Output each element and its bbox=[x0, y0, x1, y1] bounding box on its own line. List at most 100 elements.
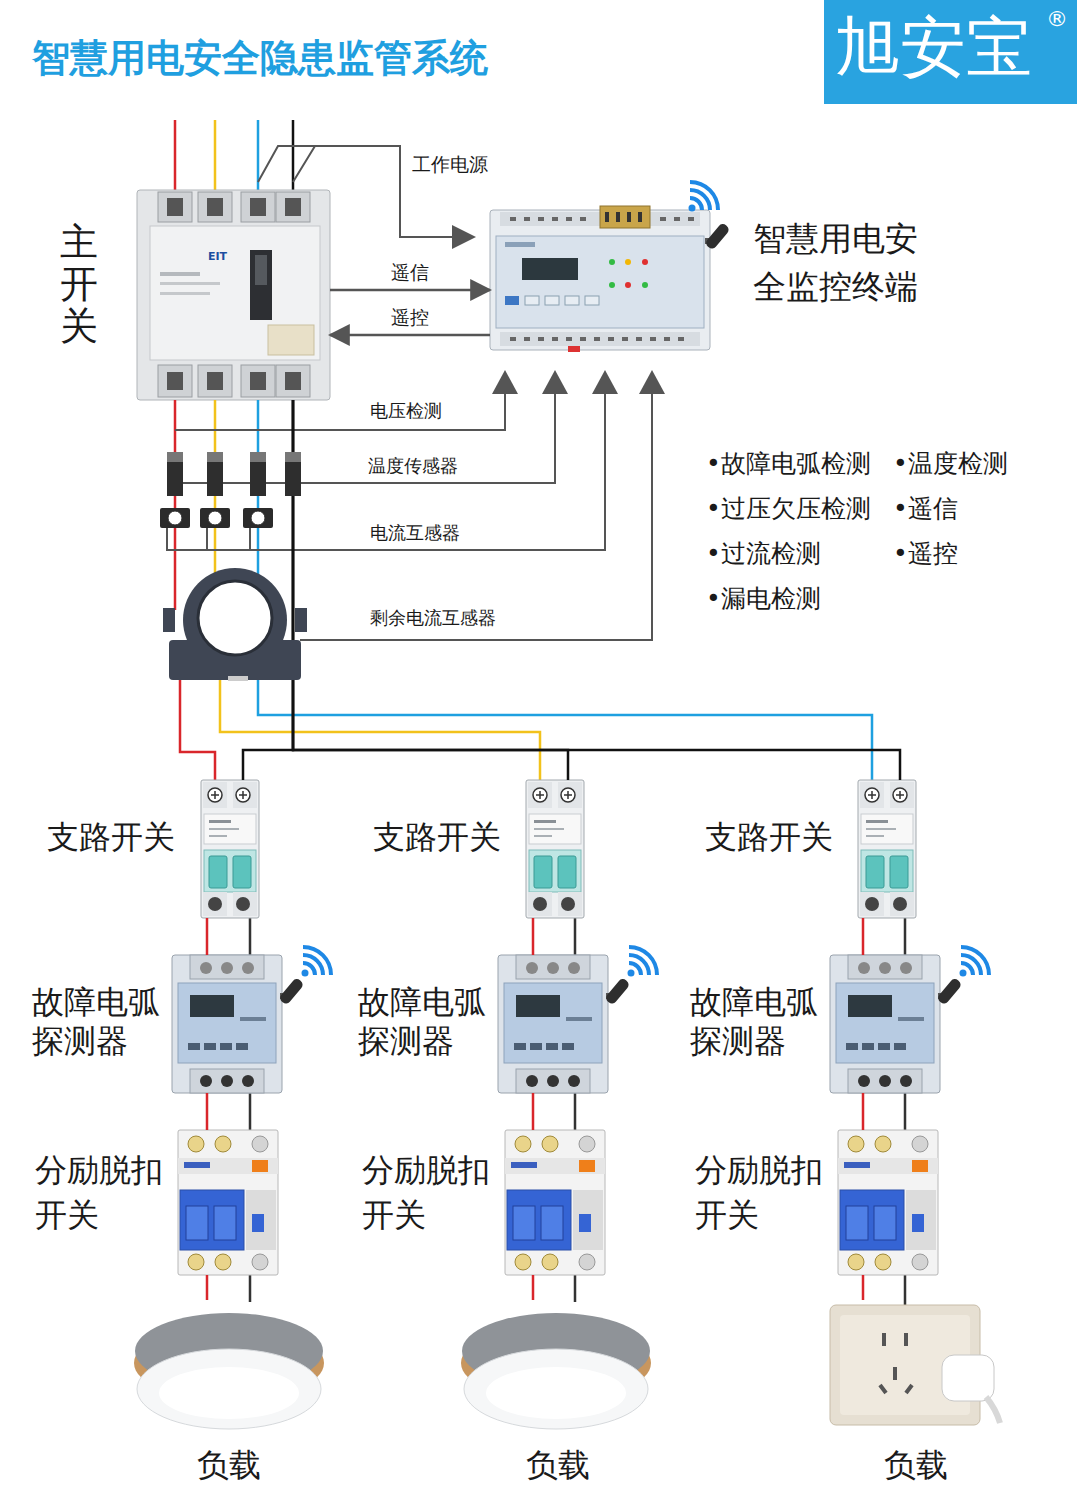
device-label: 主开关 bbox=[60, 222, 98, 347]
panel-button bbox=[525, 296, 539, 305]
lcd-screen bbox=[522, 258, 578, 280]
phase-wire bbox=[862, 1093, 865, 1130]
din-clip bbox=[568, 346, 580, 352]
ceiling-lamp-picture bbox=[461, 1313, 651, 1429]
terminal-slot bbox=[207, 198, 223, 216]
main-switch: 主开关 bbox=[58, 190, 330, 400]
switch-handle bbox=[255, 255, 267, 285]
feature-item: •过压欠压检测 bbox=[706, 494, 871, 524]
signal-line bbox=[175, 392, 555, 483]
brand-mark: EIT bbox=[208, 250, 227, 263]
terminal-strip bbox=[500, 332, 700, 346]
terminal-slot bbox=[285, 198, 301, 216]
remote-control-arrow bbox=[330, 334, 490, 337]
device-label: 支路开关 bbox=[705, 818, 833, 856]
title-text: 智慧用电安全隐患监管系统 bbox=[32, 36, 488, 82]
panel-button bbox=[545, 296, 559, 305]
neutral-wire bbox=[293, 400, 900, 780]
signal-label: 温度传感器 bbox=[368, 455, 458, 477]
switch-handle bbox=[250, 250, 272, 320]
branch-switch: 支路开关 bbox=[703, 780, 918, 918]
signal-line bbox=[300, 392, 652, 640]
arc-detector-picture bbox=[172, 955, 305, 1093]
panel-button bbox=[565, 296, 579, 305]
temperature-sensor bbox=[250, 452, 266, 496]
terminal-slot bbox=[285, 372, 301, 390]
arc-detector-picture bbox=[498, 955, 631, 1093]
feature-item: •温度检测 bbox=[893, 449, 1008, 479]
phase-wire bbox=[258, 650, 872, 782]
terminal-housing bbox=[158, 192, 192, 222]
signal-line bbox=[167, 392, 605, 550]
phase-wire bbox=[206, 918, 209, 955]
device-label: 负载 bbox=[830, 1446, 1002, 1484]
ring-tab bbox=[228, 676, 248, 681]
device-label: 支路开关 bbox=[373, 818, 501, 856]
status-led bbox=[625, 282, 631, 288]
branch-switch: 支路开关 bbox=[371, 780, 585, 918]
device-label: 分励脱扣 开关 bbox=[362, 1148, 496, 1238]
arc-detector-picture bbox=[830, 955, 963, 1093]
phase-wire bbox=[862, 918, 865, 955]
status-led bbox=[642, 259, 648, 265]
phase-wire bbox=[174, 400, 177, 610]
panel-mark bbox=[160, 292, 210, 295]
signal-label: 电压检测 bbox=[370, 400, 442, 422]
shunt-trip-switch: 分励脱扣 开关 bbox=[33, 1130, 278, 1275]
sensor-cap bbox=[207, 452, 223, 462]
sensor-cap bbox=[285, 452, 301, 462]
edge-label: 遥信 bbox=[389, 261, 431, 284]
supply-wire bbox=[214, 120, 217, 192]
ct-window bbox=[168, 511, 182, 525]
ring-window bbox=[198, 581, 272, 655]
ceiling-lamp-picture bbox=[134, 1313, 324, 1429]
device-label: 故障电弧 探测器 bbox=[358, 983, 492, 1061]
terminal-slot bbox=[207, 372, 223, 390]
load: 负载 bbox=[133, 1300, 325, 1490]
terminal-slot bbox=[250, 198, 266, 216]
neutral-wire bbox=[293, 400, 568, 780]
ct-window bbox=[208, 511, 222, 525]
arc-detector: 故障电弧 探测器 bbox=[356, 955, 608, 1093]
panel-button bbox=[585, 296, 599, 305]
front-panel bbox=[150, 226, 320, 360]
device-label: 负载 bbox=[460, 1446, 655, 1484]
terminal-housing bbox=[276, 365, 310, 397]
rating-sticker bbox=[268, 325, 314, 355]
arc-detector: 故障电弧 探测器 bbox=[30, 955, 282, 1093]
current-transformer bbox=[160, 508, 190, 528]
shunt-trip-picture bbox=[505, 1130, 605, 1275]
socket-picture bbox=[830, 1305, 1000, 1425]
remote-signal-arrow bbox=[330, 289, 490, 292]
wifi-icon bbox=[689, 182, 719, 212]
terminal-block bbox=[600, 206, 650, 228]
terminal-slot bbox=[167, 372, 183, 390]
temperature-sensor bbox=[167, 452, 183, 496]
temperature-sensor bbox=[207, 452, 223, 496]
supply-wire bbox=[174, 120, 177, 192]
device-label: 支路开关 bbox=[47, 818, 175, 856]
registered-mark: ® bbox=[1046, 6, 1068, 32]
shunt-trip-picture bbox=[838, 1130, 938, 1275]
edge-label: 遥控 bbox=[389, 306, 431, 329]
signal-label: 剩余电流互感器 bbox=[370, 607, 496, 629]
device-label: 分励脱扣 开关 bbox=[35, 1148, 169, 1238]
branch-switch-picture bbox=[526, 780, 584, 918]
terminal-housing bbox=[198, 192, 232, 222]
status-led bbox=[625, 259, 631, 265]
phase-wire bbox=[206, 1093, 209, 1130]
terminal-holes bbox=[510, 337, 684, 341]
sensor-cap bbox=[167, 452, 183, 462]
arrow-head bbox=[492, 370, 518, 394]
phase-wire bbox=[532, 1093, 535, 1130]
branch-switch-picture bbox=[201, 780, 259, 918]
terminal-housing bbox=[276, 192, 310, 222]
arc-detector: 故障电弧 探测器 bbox=[688, 955, 940, 1093]
temperature-sensor bbox=[285, 452, 301, 496]
terminal-body bbox=[490, 210, 710, 350]
arrow-head bbox=[592, 370, 618, 394]
logo-text: 旭安宝 bbox=[834, 8, 1032, 87]
shunt-trip-picture bbox=[178, 1130, 278, 1275]
branch-switch-picture bbox=[858, 780, 916, 918]
